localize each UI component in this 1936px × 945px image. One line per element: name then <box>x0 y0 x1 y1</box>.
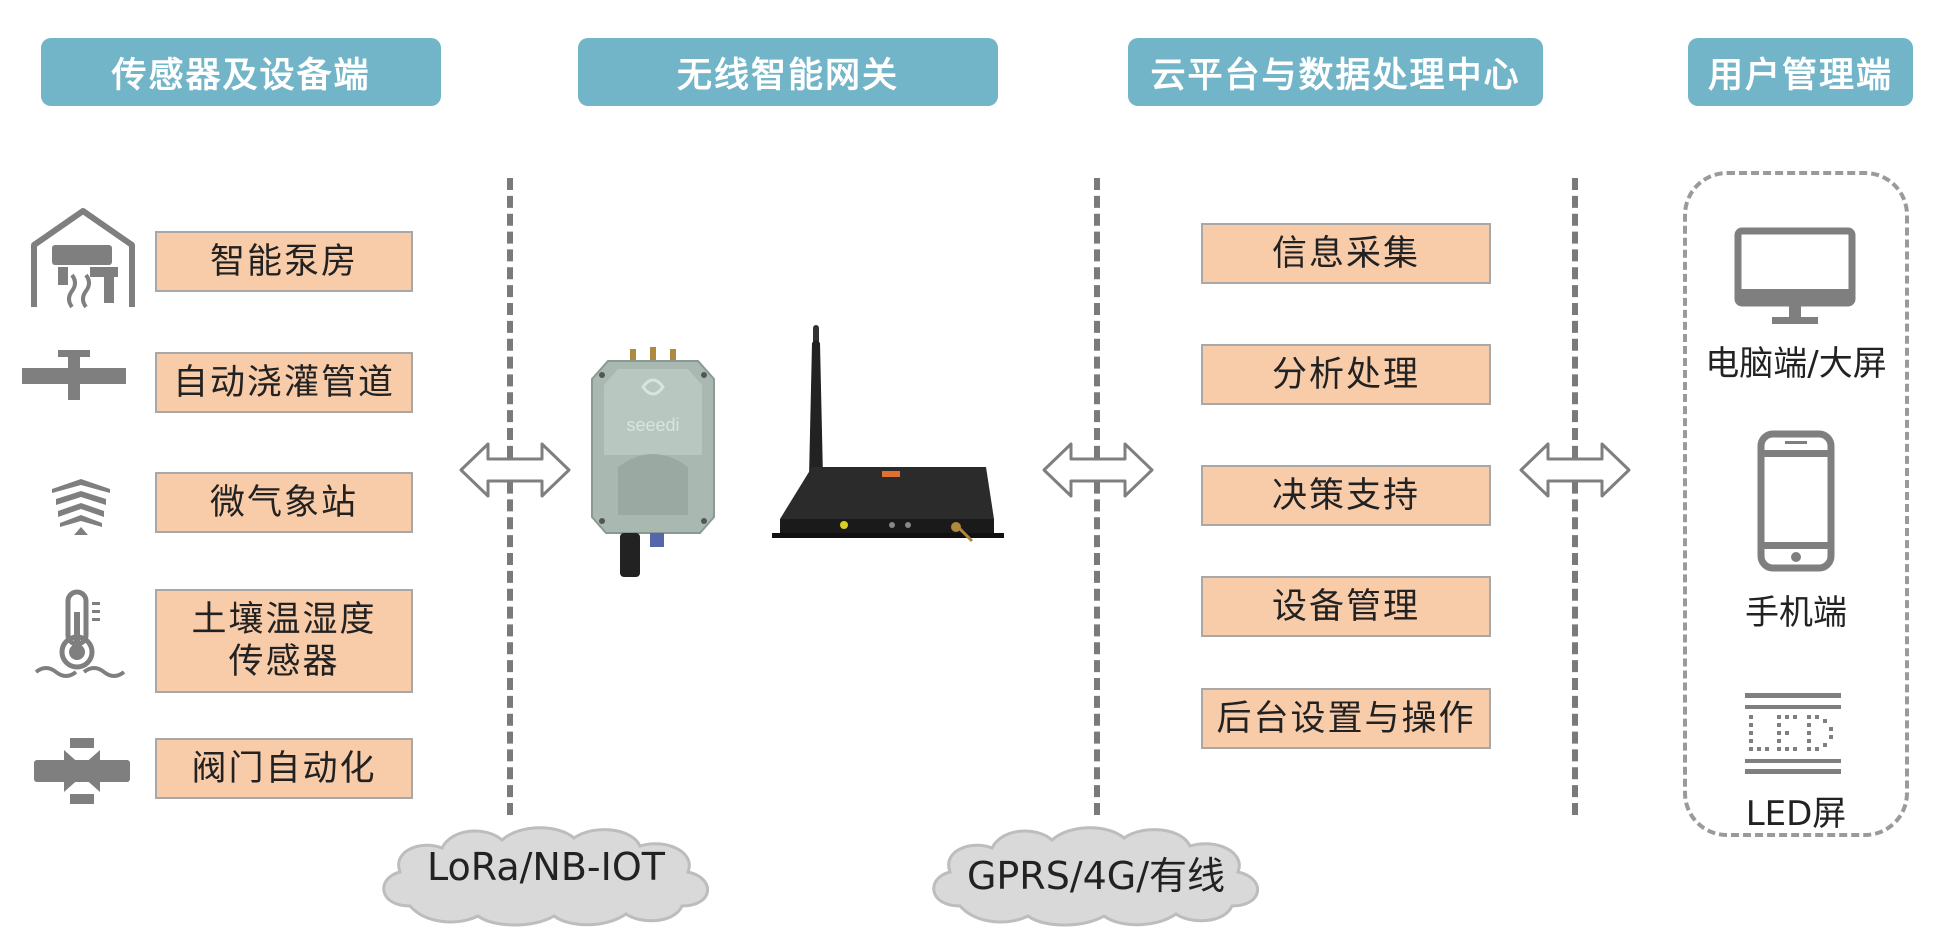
irrigation-pipe-icon <box>22 350 126 400</box>
bidirectional-arrow-icon <box>459 442 571 498</box>
link-label-gprs: GPRS/4G/有线 <box>966 854 1226 898</box>
sensor-box-valve: 阀门自动化 <box>155 738 413 799</box>
bidirectional-arrow-icon <box>1042 442 1154 498</box>
user-device-label-mobile: 手机端 <box>1745 593 1847 633</box>
monitor-icon <box>1734 227 1856 324</box>
smartphone-icon <box>1757 430 1835 572</box>
cloud-box-decision: 决策支持 <box>1201 465 1491 526</box>
sensor-box-irrigation: 自动浇灌管道 <box>155 352 413 413</box>
cloud-shape-icon <box>932 826 1259 927</box>
user-device-label-led: LED屏 <box>1745 794 1847 834</box>
valve-icon <box>34 738 130 804</box>
sensor-box-soil: 土壤温湿度 传感器 <box>155 589 413 693</box>
sensor-box-pump-house: 智能泵房 <box>155 231 413 292</box>
cloud-shape-icon <box>382 826 709 927</box>
header-gateway: 无线智能网关 <box>578 38 998 106</box>
cloud-box-analysis: 分析处理 <box>1201 344 1491 405</box>
cloud-box-backend-settings: 后台设置与操作 <box>1201 688 1491 749</box>
divider-2 <box>1094 178 1100 815</box>
router-with-antenna-icon <box>772 325 1004 543</box>
lora-gateway-device-icon: seeedi <box>591 347 715 577</box>
sensor-box-weather: 微气象站 <box>155 472 413 533</box>
user-device-panel <box>1683 171 1909 837</box>
header-sensors: 传感器及设备端 <box>41 38 441 106</box>
led-screen-icon <box>1745 693 1841 774</box>
bidirectional-arrow-icon <box>1519 442 1631 498</box>
header-user: 用户管理端 <box>1688 38 1913 106</box>
divider-3 <box>1572 178 1578 815</box>
cloud-box-device-management: 设备管理 <box>1201 576 1491 637</box>
pump-house-icon <box>31 208 135 309</box>
header-cloud: 云平台与数据处理中心 <box>1128 38 1543 106</box>
cloud-box-info-collection: 信息采集 <box>1201 223 1491 284</box>
link-label-lora: LoRa/NB-IOT <box>427 845 665 889</box>
user-device-label-pc: 电脑端/大屏 <box>1705 344 1887 384</box>
weather-station-icon <box>52 479 110 535</box>
thermometer-icon <box>34 589 126 678</box>
device-brand-label: seeedi <box>626 415 679 435</box>
divider-1 <box>507 178 513 815</box>
